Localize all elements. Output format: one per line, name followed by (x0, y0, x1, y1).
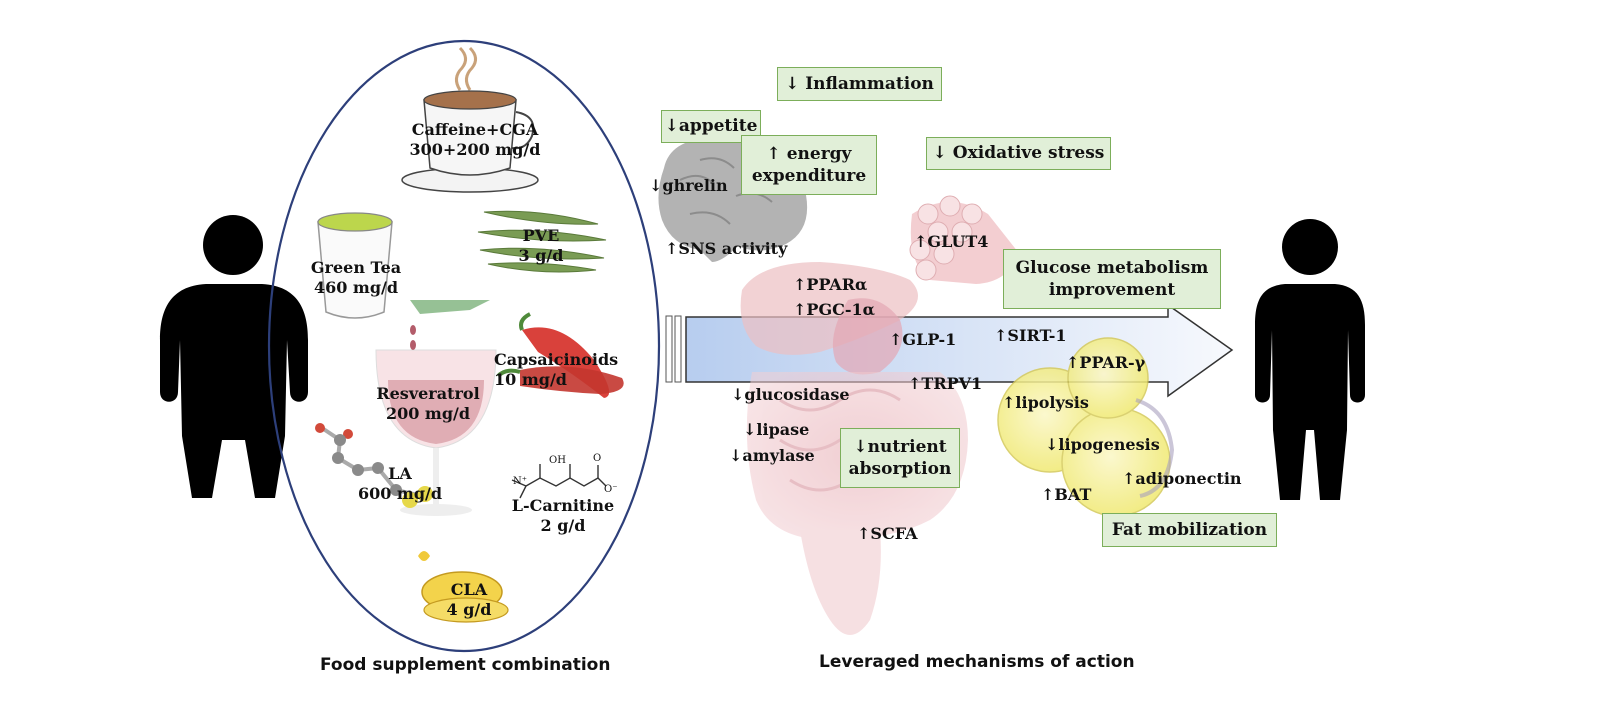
supplement-caffeine-cga: Caffeine+CGA 300+200 mg/d (404, 120, 546, 160)
supplement-dose: 600 mg/d (357, 484, 443, 503)
mechanism-ghrelin: ↓ghrelin (649, 176, 728, 195)
atom-o-minus: O⁻ (604, 484, 618, 495)
effect-box-fat-mobilization: Fat mobilization (1102, 513, 1277, 547)
green-beans-icon (477, 210, 607, 273)
mechanism-sirt-1: ↑SIRT-1 (994, 326, 1067, 345)
supplement-pve: PVE 3 g/d (506, 226, 576, 266)
wine-glass-icon (375, 300, 497, 516)
effect-label-line1: ↓nutrient (853, 436, 947, 457)
supplement-name: LA (388, 464, 412, 483)
mechanism-glut4: ↑GLUT4 (914, 232, 989, 251)
effect-label-line2: absorption (848, 459, 952, 479)
effect-box-inflammation: ↓ Inflammation (777, 67, 942, 101)
supplement-name: L-Carnitine (511, 496, 615, 515)
mechanism-glp-1: ↑GLP-1 (889, 330, 957, 349)
caption-mechanisms-of-action: Leveraged mechanisms of action (819, 652, 1135, 672)
effect-label: ↓appetite (664, 116, 758, 137)
supplement-name: CLA (450, 580, 488, 599)
supplement-dose: 10 mg/d (494, 370, 567, 389)
supplement-name: Capsaicinoids (494, 350, 619, 369)
mechanism-scfa: ↑SCFA (857, 524, 918, 543)
mechanism-lipolysis: ↑lipolysis (1002, 393, 1089, 412)
atom-oh: OH (549, 455, 566, 466)
l-carnitine-structure (511, 464, 607, 499)
effect-label-line2: expenditure (751, 166, 867, 186)
effect-label-line1: Glucose metabolism (1015, 257, 1209, 278)
mechanism-adiponectin: ↑adiponectin (1122, 469, 1242, 488)
supplement-green-tea: Green Tea 460 mg/d (306, 258, 406, 298)
effect-label: ↓ Oxidative stress (932, 143, 1105, 164)
supplement-dose: 4 g/d (446, 600, 492, 619)
mechanism-bat: ↑BAT (1041, 485, 1092, 504)
effect-label: ↓ Inflammation (785, 73, 934, 94)
effect-box-glucose-metabolism: Glucose metabolism improvement (1003, 249, 1221, 309)
effect-box-nutrient-absorption: ↓nutrient absorption (840, 428, 960, 488)
intestines-icon (746, 372, 968, 635)
effect-label-line2: improvement (1048, 280, 1176, 300)
supplement-name: Resveratrol (376, 384, 480, 403)
effect-box-energy-expenditure: ↑ energy expenditure (741, 135, 877, 195)
supplement-l-carnitine: L-Carnitine 2 g/d (506, 496, 620, 536)
supplement-name: Green Tea (310, 258, 402, 277)
effect-label: Fat mobilization (1111, 519, 1268, 540)
effect-box-appetite: ↓appetite (661, 110, 761, 143)
atom-n-plus: N⁺ (513, 476, 528, 487)
person-silhouette-slim-icon (1255, 219, 1365, 500)
supplement-oval (267, 39, 661, 653)
supplement-capsaicinoids: Capsaicinoids 10 mg/d (494, 350, 618, 390)
mechanism-trpv1: ↑TRPV1 (908, 374, 983, 393)
mechanism-lipase: ↓lipase (743, 420, 810, 439)
person-silhouette-obese-icon (160, 215, 308, 498)
molecule-icon (315, 423, 433, 508)
supplement-dose: 300+200 mg/d (409, 140, 541, 159)
green-tea-cup-icon (317, 212, 393, 319)
caption-food-supplement-combination: Food supplement combination (320, 655, 611, 675)
oil-capsule-icon (418, 551, 509, 623)
chili-peppers-icon (496, 312, 624, 398)
coffee-cup-icon (401, 46, 539, 193)
muscle-fibers-icon (909, 195, 1018, 284)
supplement-la: LA 600 mg/d (352, 464, 448, 504)
supplement-dose: 2 g/d (540, 516, 586, 535)
supplement-resveratrol: Resveratrol 200 mg/d (370, 384, 486, 424)
fat-cells-icon (997, 337, 1175, 517)
supplement-dose: 200 mg/d (385, 404, 471, 423)
atom-o: O (593, 453, 602, 464)
mechanism-pgc-1alpha: ↑PGC-1α (793, 300, 875, 319)
supplement-dose: 460 mg/d (313, 278, 399, 297)
stomach-icon (832, 298, 903, 375)
effect-box-oxidative-stress: ↓ Oxidative stress (926, 137, 1111, 170)
mechanism-sns-activity: ↑SNS activity (665, 239, 788, 258)
supplement-name: PVE (522, 226, 560, 245)
effect-label-line1: ↑ energy (766, 143, 852, 164)
supplement-name: Caffeine+CGA (411, 120, 539, 139)
supplement-dose: 3 g/d (518, 246, 564, 265)
mechanism-lipogenesis: ↓lipogenesis (1045, 435, 1160, 454)
mechanism-glucosidase: ↓glucosidase (731, 385, 850, 404)
mechanism-amylase: ↓amylase (729, 446, 815, 465)
mechanism-ppar-gamma: ↑PPAR-γ (1066, 353, 1146, 372)
supplement-cla: CLA 4 g/d (438, 580, 500, 620)
mechanism-ppar-alpha: ↑PPARα (793, 275, 868, 294)
